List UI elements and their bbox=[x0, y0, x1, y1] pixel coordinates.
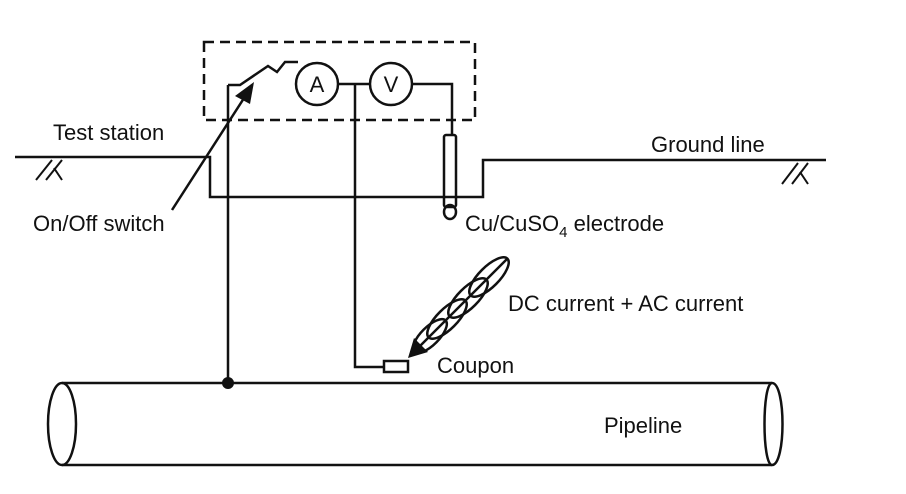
electrode-label: Cu/CuSO4 electrode bbox=[465, 211, 664, 241]
pipeline-label: Pipeline bbox=[604, 413, 682, 438]
coupon-lead-wire bbox=[353, 84, 384, 369]
arrow-icon bbox=[408, 338, 428, 358]
current-helix bbox=[411, 256, 510, 355]
pipeline-left-end bbox=[46, 381, 78, 467]
electrode-label-main: Cu/CuSO bbox=[465, 211, 559, 236]
voltmeter-label: V bbox=[384, 72, 399, 97]
reference-electrode bbox=[442, 133, 458, 209]
test-station-label: Test station bbox=[53, 120, 164, 145]
ground-hatch-icon bbox=[35, 159, 63, 181]
pipeline bbox=[62, 381, 772, 467]
electrode-tip bbox=[442, 203, 458, 221]
electrode-lead-wire bbox=[412, 82, 454, 135]
electrode-label-rest: electrode bbox=[568, 211, 665, 236]
arrow-icon bbox=[170, 94, 248, 211]
ground-line bbox=[15, 155, 826, 199]
ground-line-label: Ground line bbox=[651, 132, 765, 157]
junction-dot-icon bbox=[222, 377, 234, 389]
test-station-box bbox=[202, 40, 477, 122]
arrow-icon bbox=[235, 82, 254, 104]
current-label: DC current + AC current bbox=[508, 291, 743, 316]
electrode-label-subscript: 4 bbox=[559, 224, 567, 241]
switch-label: On/Off switch bbox=[33, 211, 165, 236]
coupon-label: Coupon bbox=[437, 353, 514, 378]
ground-hatch-icon bbox=[781, 162, 809, 185]
on-off-switch bbox=[228, 60, 298, 87]
coupon bbox=[382, 359, 410, 374]
ammeter-label: A bbox=[310, 72, 325, 97]
pipeline-right-end bbox=[763, 381, 784, 467]
